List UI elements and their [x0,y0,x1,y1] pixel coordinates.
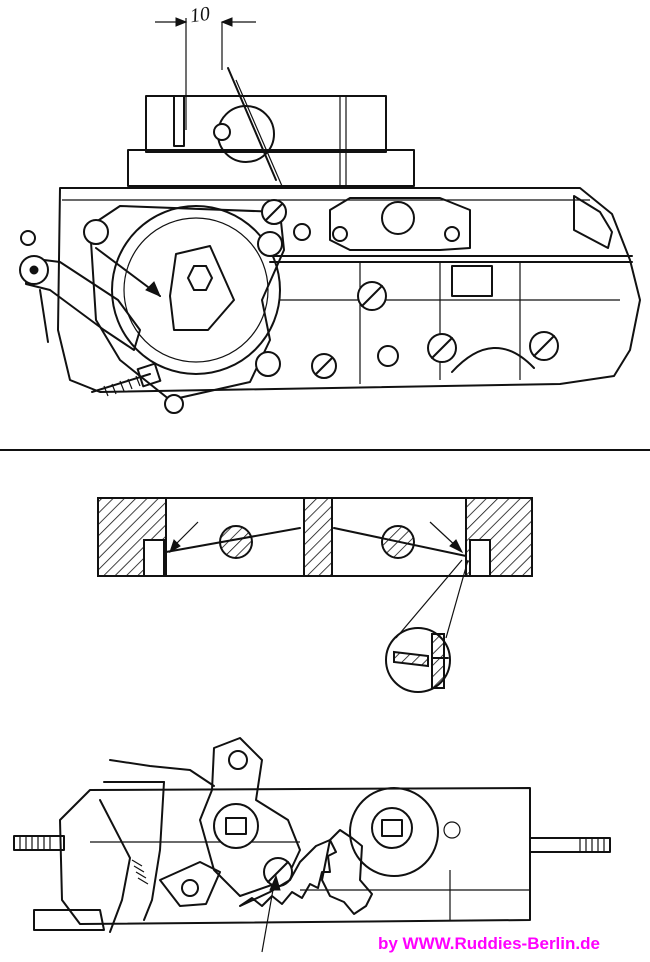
dimension-label: 10 [188,2,212,28]
detail-magnifier [385,559,469,693]
idle-adjust-screw [91,362,162,397]
choke-linkage-view [13,737,611,953]
throttle-plate-cross-section [97,497,533,693]
credit-link[interactable]: by WWW.Ruddies-Berlin.de [378,934,600,953]
carburetor-main-body [57,187,641,393]
dimension-marker [155,17,283,187]
carburetor-top-body [127,95,415,187]
throttle-lever [19,245,235,351]
threaded-rods [13,835,611,853]
carburetor-side-view [19,17,641,414]
choke-housing [83,205,285,414]
body-screws [20,199,559,379]
linkage-rod [33,759,215,933]
